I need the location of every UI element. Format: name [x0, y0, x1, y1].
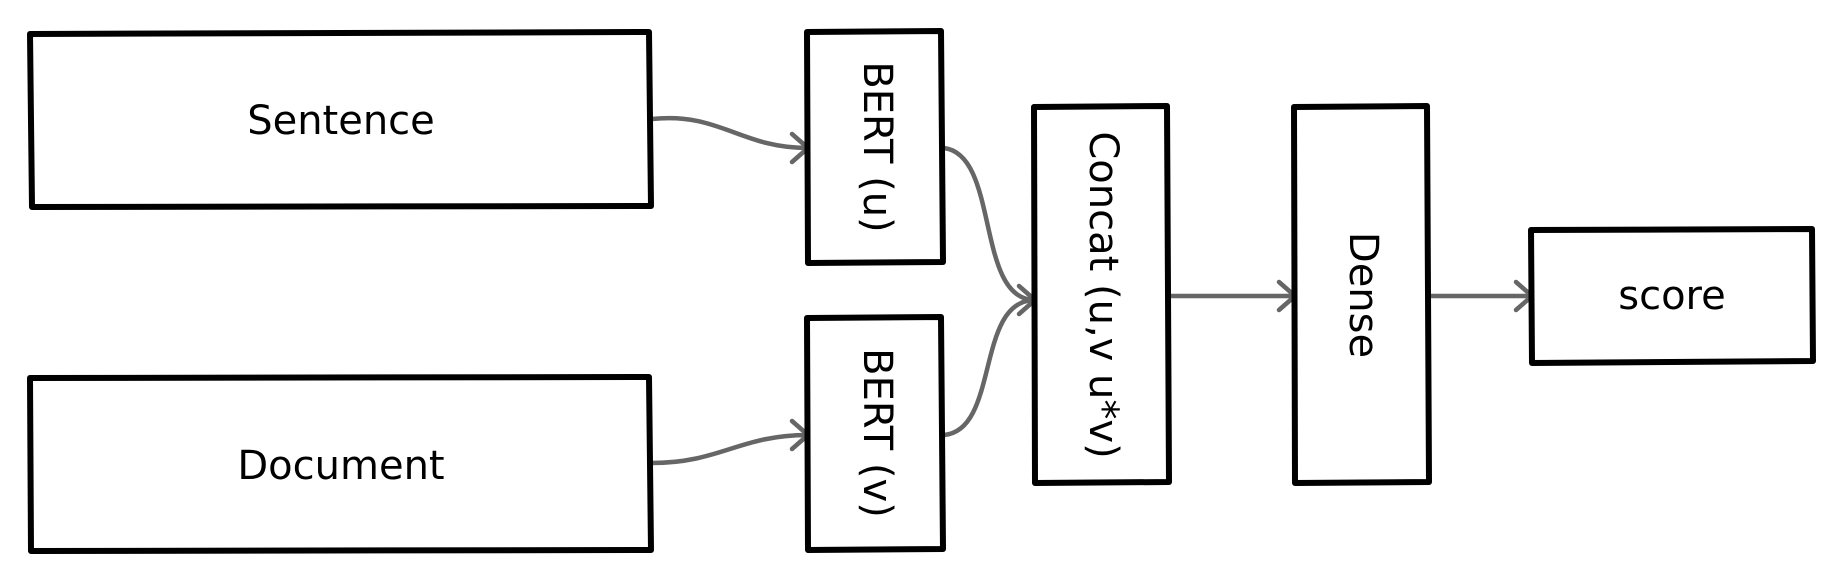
connector-sentence-to-bert-u — [649, 115, 811, 151]
bert-u-box — [804, 28, 946, 266]
connectors — [649, 115, 1535, 466]
sentence-box — [27, 29, 654, 210]
concat-node: Concat (u,v u*v) — [1031, 103, 1172, 486]
score-box — [1528, 226, 1816, 366]
bert-v-node: BERT (v) — [804, 314, 946, 553]
concat-label: Concat (u,v u*v) — [1080, 131, 1126, 458]
concat-box — [1031, 103, 1172, 486]
bert-u-label: BERT (u) — [854, 61, 900, 232]
dense-node: Dense — [1291, 103, 1432, 486]
connector-bert-u-to-concat — [941, 145, 1038, 303]
bert-v-box — [804, 314, 946, 553]
score-node: score — [1528, 226, 1816, 366]
bert-v-label: BERT (v) — [854, 348, 900, 518]
score-label: score — [1618, 273, 1725, 319]
dense-box — [1291, 103, 1432, 486]
document-box — [27, 374, 654, 554]
sentence-label: Sentence — [247, 98, 435, 144]
sentence-node: Sentence — [27, 29, 654, 210]
dense-label: Dense — [1340, 232, 1386, 358]
document-label: Document — [237, 443, 444, 489]
bert-u-node: BERT (u) — [804, 28, 946, 266]
connector-bert-v-to-concat — [941, 297, 1038, 438]
document-node: Document — [27, 374, 654, 554]
connector-document-to-bert-v — [649, 432, 811, 466]
